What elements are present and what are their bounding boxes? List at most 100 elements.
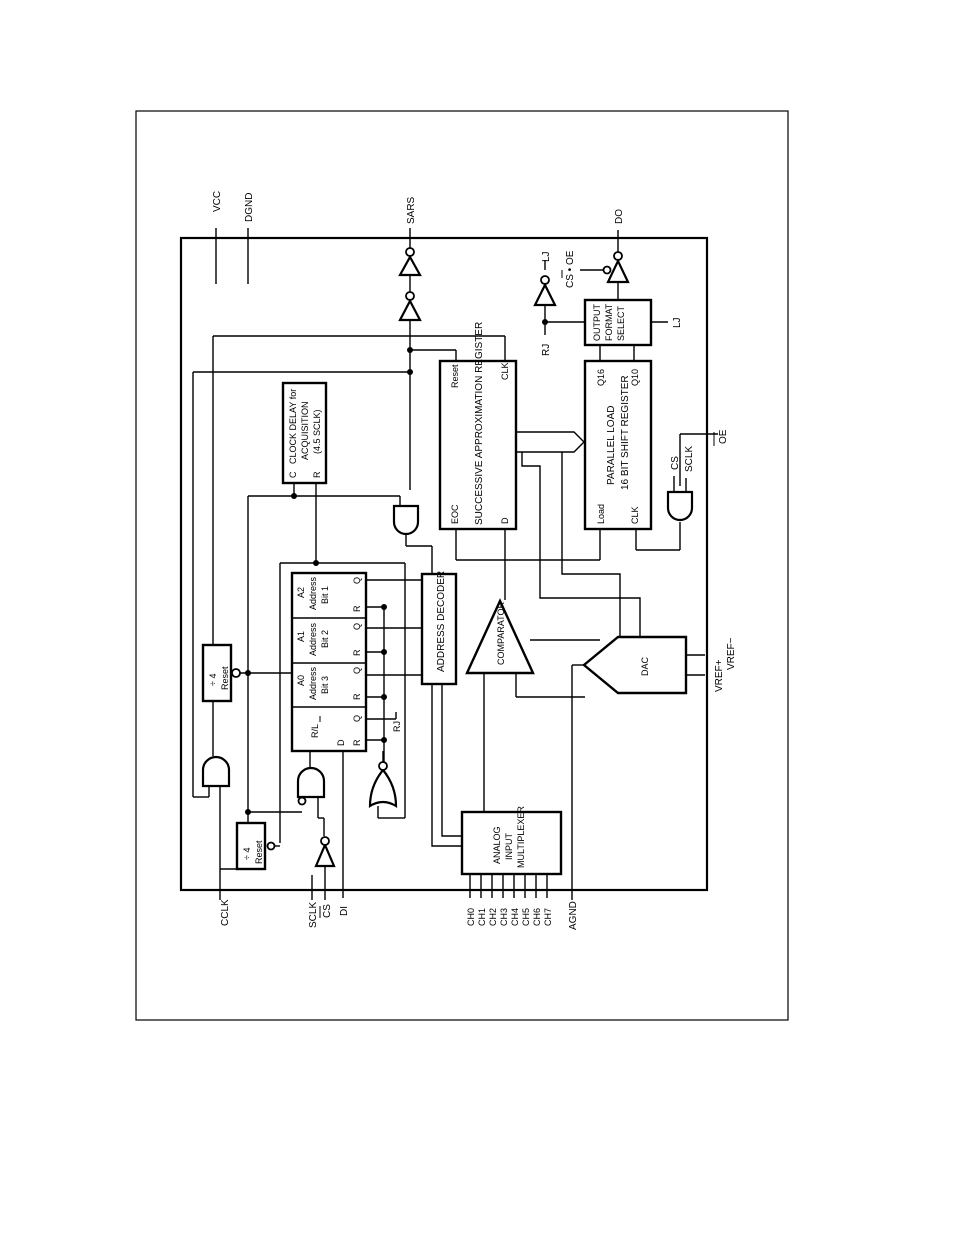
svg-text:Q: Q <box>352 667 362 674</box>
pin-cclk: CCLK <box>220 899 231 926</box>
cclk-and-gate <box>193 755 231 900</box>
svg-text:Address: Address <box>308 622 318 656</box>
svg-text:INPUT: INPUT <box>504 832 514 860</box>
svg-text:C: C <box>288 471 298 478</box>
svg-text:EOC: EOC <box>450 504 460 524</box>
svg-text:Q: Q <box>352 715 362 722</box>
svg-text:OUTPUT: OUTPUT <box>592 304 602 342</box>
svg-text:SELECT: SELECT <box>616 305 626 341</box>
cs-sclk-and-gate: CS SCLK OE <box>666 429 729 522</box>
pin-do: DO <box>614 209 625 252</box>
svg-text:Q10: Q10 <box>630 369 640 386</box>
pin-vcc: VCC <box>212 191 223 284</box>
svg-text:R: R <box>352 739 362 746</box>
svg-text:ADDRESS DECODER: ADDRESS DECODER <box>436 571 447 672</box>
svg-text:CS • OE: CS • OE <box>565 250 576 288</box>
svg-text:CH6: CH6 <box>532 908 542 926</box>
svg-text:DI: DI <box>339 906 350 916</box>
svg-text:PARALLEL LOAD: PARALLEL LOAD <box>606 406 617 485</box>
svg-text:Reset: Reset <box>450 364 460 388</box>
svg-text:Bit 1: Bit 1 <box>320 586 330 604</box>
svg-text:R: R <box>352 605 362 612</box>
svg-text:SCLK: SCLK <box>684 446 695 472</box>
svg-text:ANALOG: ANALOG <box>492 826 502 864</box>
output-format-select-block: OUTPUT FORMAT SELECT LJ <box>583 298 683 347</box>
sclk-and-gate <box>296 751 326 836</box>
svg-text:ACQUISITION: ACQUISITION <box>300 401 310 460</box>
do-output-buffer: CS • OE <box>561 250 630 300</box>
svg-text:R/L: R/L <box>310 724 320 738</box>
svg-text:CH3: CH3 <box>499 908 509 926</box>
svg-text:Reset: Reset <box>254 840 264 864</box>
cs-inverter <box>311 836 336 900</box>
analog-mux-block: ANALOG INPUT MULTIPLEXER <box>460 806 563 898</box>
svg-text:RJ: RJ <box>541 344 552 356</box>
svg-text:÷ 4: ÷ 4 <box>208 674 218 686</box>
svg-text:CLOCK DELAY for: CLOCK DELAY for <box>288 389 298 464</box>
svg-text:Q: Q <box>352 623 362 630</box>
svg-text:CS: CS <box>670 456 681 470</box>
svg-text:DAC: DAC <box>640 656 650 676</box>
svg-text:CS: CS <box>322 904 333 918</box>
svg-text:CH2: CH2 <box>488 908 498 926</box>
svg-text:CH4: CH4 <box>510 908 520 926</box>
svg-text:Reset: Reset <box>220 666 230 690</box>
svg-text:SCLK: SCLK <box>308 902 319 928</box>
figure-frame <box>135 110 789 1021</box>
svg-text:Address: Address <box>308 576 318 610</box>
svg-text:16 BIT SHIFT REGISTER: 16 BIT SHIFT REGISTER <box>620 375 631 490</box>
svg-text:÷ 4: ÷ 4 <box>242 848 252 860</box>
divide-by-4-bottom: ÷ 4 Reset <box>220 809 302 871</box>
svg-text:MULTIPLEXER: MULTIPLEXER <box>516 806 526 868</box>
svg-text:AGND: AGND <box>568 901 579 930</box>
sar-block: Reset CLK SUCCESSIVE APPROXIMATION REGIS… <box>410 322 585 600</box>
svg-text:A0: A0 <box>296 675 306 686</box>
svg-text:DGND: DGND <box>244 193 255 222</box>
svg-text:LJ: LJ <box>541 251 552 262</box>
sars-buffer-chain <box>398 247 422 490</box>
svg-text:CLK: CLK <box>630 506 640 524</box>
svg-text:Load: Load <box>596 504 606 524</box>
svg-text:CCLK: CCLK <box>220 899 231 926</box>
comparator-block: COMPARATOR <box>465 598 600 812</box>
shift-register-block: Q16 Q10 PARALLEL LOAD 16 BIT SHIFT REGIS… <box>583 345 681 560</box>
lj-buffer: LJ RJ <box>533 251 585 356</box>
svg-text:CH0: CH0 <box>466 908 476 926</box>
clock-delay-block: C R CLOCK DELAY for ACQUISITION (4.5 SCL… <box>281 381 328 563</box>
svg-text:A1: A1 <box>296 631 306 642</box>
svg-text:D: D <box>336 739 346 746</box>
svg-text:(4.5 SCLK): (4.5 SCLK) <box>312 409 322 454</box>
chip-boundary <box>179 236 709 892</box>
svg-text:R: R <box>352 649 362 656</box>
svg-text:RJ: RJ <box>392 721 402 732</box>
svg-text:LJ: LJ <box>672 317 683 328</box>
svg-text:CH1: CH1 <box>477 908 487 926</box>
svg-text:D: D <box>500 517 510 524</box>
sars-and-gate <box>248 493 433 574</box>
svg-text:VCC: VCC <box>212 191 223 212</box>
svg-text:SARS: SARS <box>406 196 417 224</box>
svg-text:R: R <box>312 471 322 478</box>
svg-text:CH5: CH5 <box>521 908 531 926</box>
svg-text:FORMAT: FORMAT <box>604 303 614 341</box>
svg-text:SUCCESSIVE APPROXIMATION REGIS: SUCCESSIVE APPROXIMATION REGISTER <box>474 322 485 525</box>
svg-text:Q16: Q16 <box>596 369 606 386</box>
svg-text:COMPARATOR: COMPARATOR <box>496 601 506 665</box>
pin-di: DI <box>339 906 350 916</box>
svg-text:VREF+: VREF+ <box>714 659 725 692</box>
svg-text:A2: A2 <box>296 587 306 598</box>
address-decoder-block: ADDRESS DECODER <box>390 563 462 847</box>
pin-sclk: SCLK <box>308 902 319 928</box>
svg-text:OE: OE <box>718 429 729 444</box>
pin-cs-bar: CS <box>319 904 333 918</box>
svg-text:Address: Address <box>308 666 318 700</box>
divide-by-4-top: ÷ 4 Reset <box>201 496 292 823</box>
svg-text:DO: DO <box>614 209 625 224</box>
address-register-block: A2 Address Bit 1 Q R A1 Address Bit 2 Q … <box>279 560 422 898</box>
svg-text:R: R <box>352 693 362 700</box>
svg-text:VREF−: VREF− <box>726 637 737 670</box>
svg-text:Q: Q <box>352 577 362 584</box>
nor-gate <box>368 751 398 819</box>
pin-channels: CH0 CH1 CH2 CH3 CH4 CH5 CH6 CH7 <box>466 908 553 926</box>
